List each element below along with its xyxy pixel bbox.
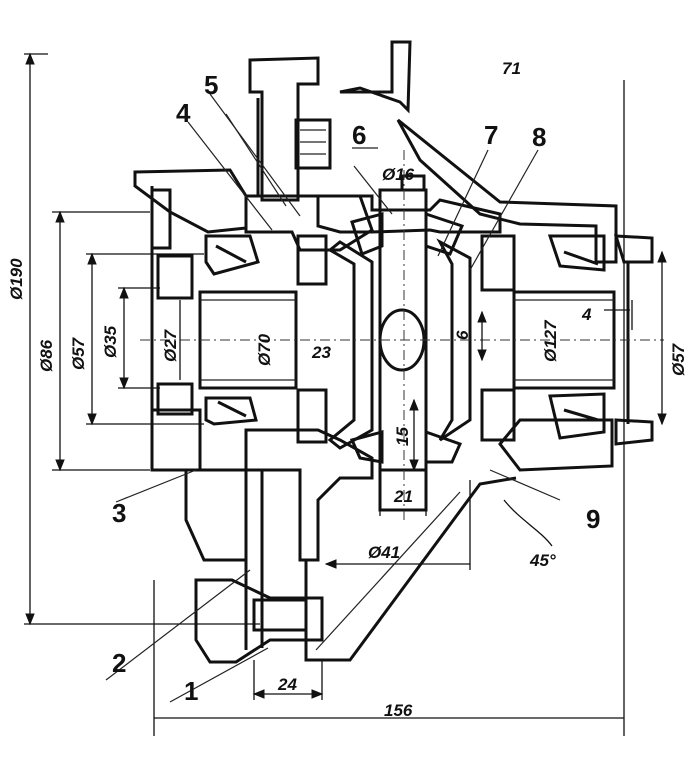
dim-d24: 24 [277, 675, 297, 694]
dim-d190: Ø190 [7, 258, 26, 300]
dim-d70: Ø70 [255, 333, 274, 366]
part-label-5: 5 [204, 70, 218, 100]
dim-d156: 156 [384, 701, 413, 720]
dim-45deg: 45° [529, 551, 556, 570]
dim-d4: 4 [581, 305, 592, 324]
dim-d21: 21 [393, 487, 413, 506]
part-label-2: 2 [112, 648, 126, 678]
dim-d16: Ø16 [382, 165, 415, 184]
dim-d35: Ø35 [101, 325, 120, 358]
housing [133, 40, 654, 664]
part-label-7: 7 [484, 120, 498, 150]
dimension-lines [24, 52, 667, 736]
dim-d6: 6 [453, 330, 472, 340]
dim-d23: 23 [311, 343, 331, 362]
part-label-3: 3 [112, 498, 126, 528]
part-label-1: 1 [184, 676, 198, 706]
dimension-labels: Ø190 Ø86 Ø57 Ø35 Ø27 Ø70 23 Ø16 6 Ø127 4… [7, 59, 688, 720]
dim-d41: Ø41 [368, 543, 400, 562]
center-lines [140, 150, 664, 520]
dim-d27: Ø27 [161, 328, 180, 362]
dim-d127: Ø127 [541, 319, 560, 362]
dim-d86: Ø86 [37, 339, 56, 372]
part-label-8: 8 [532, 122, 546, 152]
dim-d57-right: Ø57 [669, 342, 688, 376]
dim-d71: 71 [502, 59, 521, 78]
part-label-9: 9 [586, 504, 600, 534]
bearings-and-clutches [156, 118, 606, 632]
part-labels: 1 2 3 4 5 6 7 8 9 [112, 70, 600, 706]
shafts [198, 174, 616, 512]
part-label-4: 4 [176, 98, 191, 128]
dim-d57-left: Ø57 [69, 336, 88, 370]
dim-d15: 15 [393, 427, 412, 446]
part-label-6: 6 [352, 120, 366, 150]
